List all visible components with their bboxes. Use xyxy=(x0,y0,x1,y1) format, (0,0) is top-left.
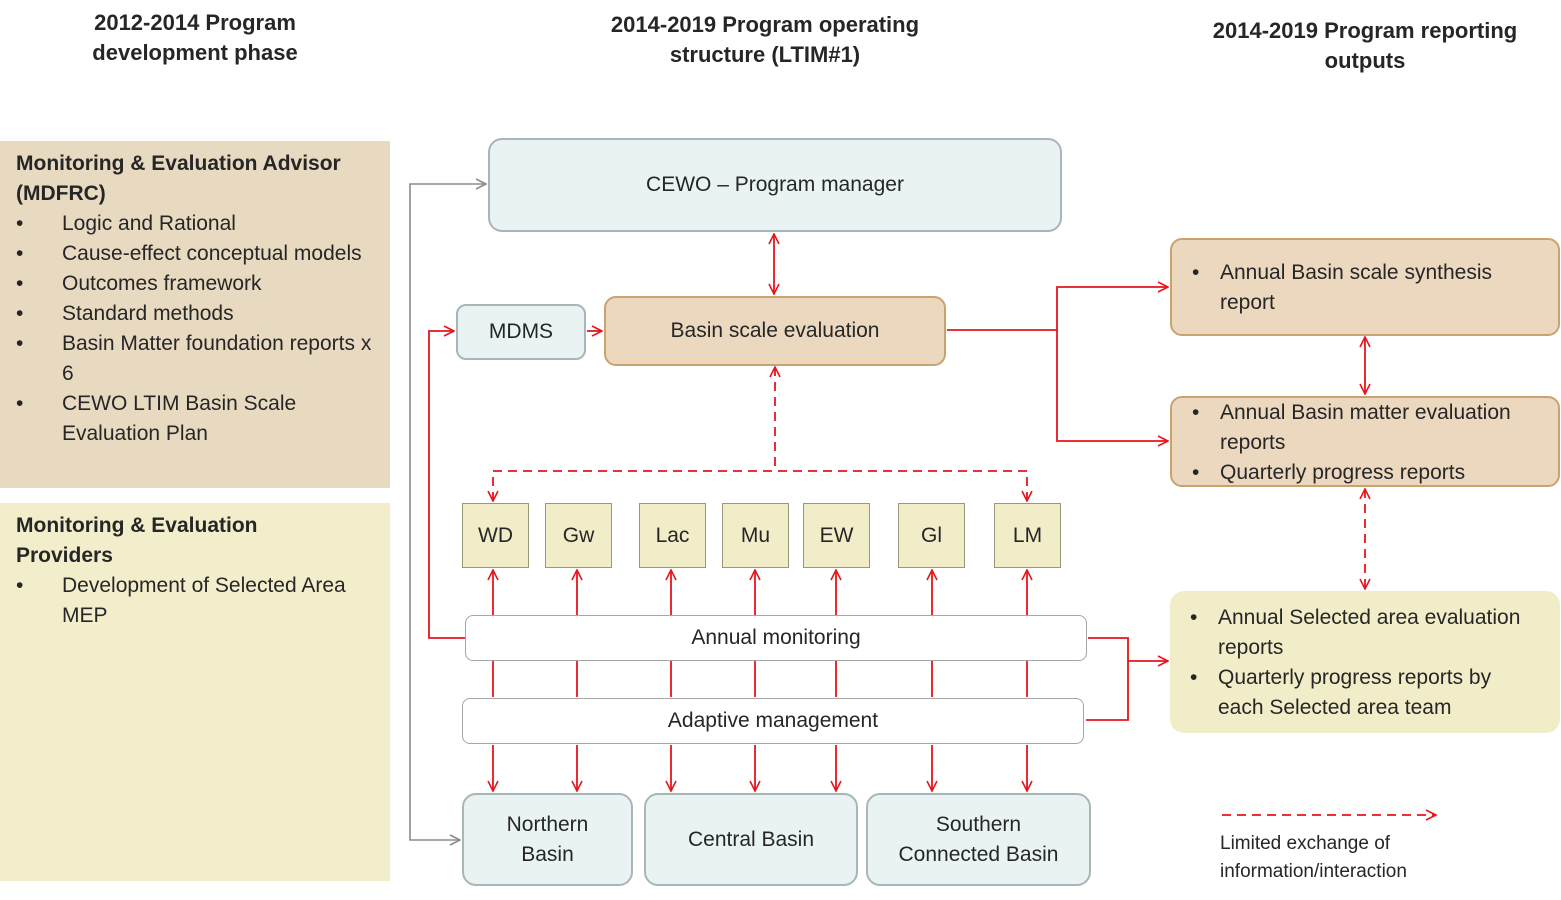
area-box-mu: Mu xyxy=(722,503,789,568)
northern-basin-box: Northern Basin xyxy=(462,793,633,886)
providers-panel: Monitoring & Evaluation Providers Develo… xyxy=(0,503,390,881)
mdms-box: MDMS xyxy=(456,304,586,360)
grey-connector xyxy=(409,184,486,840)
cewo-label: CEWO – Program manager xyxy=(646,173,904,196)
advisor-item: Basin Matter foundation reports x 6 xyxy=(16,329,374,389)
output-matter-box: Annual Basin matter evaluation reports Q… xyxy=(1170,396,1560,488)
advisor-item: Outcomes framework xyxy=(16,269,374,299)
providers-title: Monitoring & Evaluation Providers xyxy=(16,514,258,567)
header-reporting-outputs: 2014-2019 Program reporting outputs xyxy=(1212,18,1518,73)
central-basin-box: Central Basin xyxy=(644,793,858,886)
providers-item: Development of Selected Area MEP xyxy=(16,571,374,631)
arrow-basin-eval-outputs xyxy=(947,287,1168,331)
advisor-item: Logic and Rational xyxy=(16,209,374,239)
output-matter-list: Annual Basin matter evaluation reports Q… xyxy=(1192,398,1538,488)
area-label: Mu xyxy=(740,523,771,547)
advisor-item: Cause-effect conceptual models xyxy=(16,239,374,269)
adaptive-management-label: Adaptive management xyxy=(667,709,879,732)
output-item: Annual Basin matter evaluation reports xyxy=(1192,398,1538,458)
providers-list: Development of Selected Area MEP xyxy=(16,571,374,631)
southern-basin-label: Southern Connected Basin xyxy=(898,812,1059,866)
dashed-areas-bracket xyxy=(493,470,1027,501)
southern-connected-basin-box: Southern Connected Basin xyxy=(866,793,1091,886)
output-item: Annual Selected area evaluation reports xyxy=(1190,603,1540,663)
header-operating-structure: 2014-2019 Program operating structure (L… xyxy=(610,12,920,67)
area-box-lm: LM xyxy=(994,503,1061,568)
arrow-monitoring-outputs xyxy=(1086,637,1129,721)
output-item: Annual Basin scale synthesis report xyxy=(1192,258,1538,318)
legend-label: Limited exchange of information/interact… xyxy=(1220,833,1407,882)
mdms-label: MDMS xyxy=(488,320,554,343)
output-selected-list: Annual Selected area evaluation reports … xyxy=(1190,603,1540,723)
area-label: LM xyxy=(1012,523,1043,547)
area-box-gw: Gw xyxy=(545,503,612,568)
area-label: EW xyxy=(819,523,854,547)
basin-eval-label: Basin scale evaluation xyxy=(670,319,880,342)
central-basin-label: Central Basin xyxy=(687,827,815,851)
advisor-list: Logic and Rational Cause-effect conceptu… xyxy=(16,209,374,449)
area-label: Lac xyxy=(655,523,690,547)
northern-basin-label: Northern Basin xyxy=(506,812,589,866)
area-box-ew: EW xyxy=(803,503,870,568)
area-label: Gl xyxy=(921,523,942,547)
area-box-gl: Gl xyxy=(898,503,965,568)
basin-scale-evaluation-box: Basin scale evaluation xyxy=(604,296,946,366)
advisor-item: CEWO LTIM Basin Scale Evaluation Plan xyxy=(16,389,374,449)
arrow-basin-eval-matter xyxy=(1056,330,1168,441)
header-development-phase: 2012-2014 Program development phase xyxy=(92,10,298,65)
area-label: Gw xyxy=(562,523,595,547)
area-box-wd: WD xyxy=(462,503,529,568)
output-synthesis-box: Annual Basin scale synthesis report xyxy=(1170,238,1560,336)
annual-monitoring-bar: Annual monitoring xyxy=(465,615,1087,661)
advisor-title: Monitoring & Evaluation Advisor (MDFRC) xyxy=(16,152,341,205)
arrow-monitoring-mdms xyxy=(428,331,465,639)
area-label: WD xyxy=(478,523,513,547)
output-item: Quarterly progress reports xyxy=(1192,458,1538,488)
cewo-program-manager-box: CEWO – Program manager xyxy=(488,138,1062,232)
advisor-item: Standard methods xyxy=(16,299,374,329)
adaptive-management-bar: Adaptive management xyxy=(462,698,1084,744)
output-selected-box: Annual Selected area evaluation reports … xyxy=(1170,591,1560,733)
annual-monitoring-label: Annual monitoring xyxy=(691,626,861,649)
output-item: Quarterly progress reports by each Selec… xyxy=(1190,663,1540,723)
area-box-lac: Lac xyxy=(639,503,706,568)
advisor-panel: Monitoring & Evaluation Advisor (MDFRC) … xyxy=(0,141,390,488)
output-synthesis-list: Annual Basin scale synthesis report xyxy=(1192,258,1538,318)
